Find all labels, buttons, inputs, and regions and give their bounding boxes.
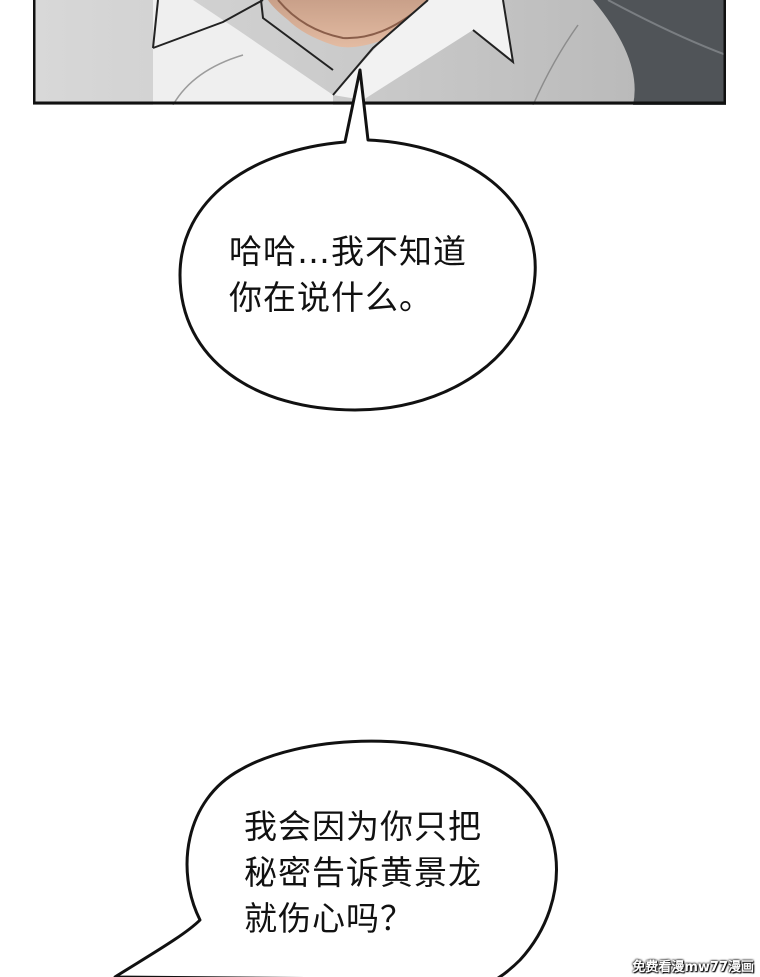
bubble-2-line-1: 我会因为你只把 bbox=[244, 807, 482, 846]
comic-panel-top bbox=[33, 0, 726, 105]
character-chin-collar-illustration-icon bbox=[33, 0, 726, 105]
bubble-2-line-3: 就伤心吗？ bbox=[244, 899, 414, 938]
speech-bubble-1 bbox=[178, 68, 537, 412]
bubble-1-line-2: 你在说什么。 bbox=[229, 278, 433, 317]
site-watermark: 免费看漫mw77漫画 bbox=[632, 960, 754, 975]
bubble-1-line-1: 哈哈…我不知道 bbox=[229, 232, 467, 271]
bubble-2-line-2: 秘密告诉黄景龙 bbox=[244, 853, 482, 892]
speech-bubble-1-text: 哈哈…我不知道 你在说什么。 bbox=[229, 229, 467, 321]
speech-bubble-2 bbox=[113, 739, 558, 977]
speech-bubble-2-text: 我会因为你只把 秘密告诉黄景龙 就伤心吗？ bbox=[244, 804, 482, 942]
